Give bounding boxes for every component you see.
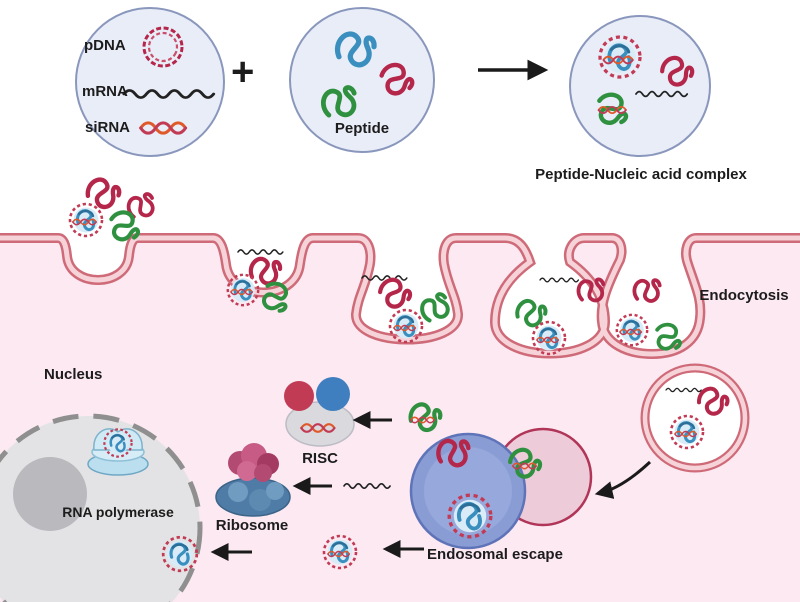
endocytosis-label: Endocytosis <box>699 287 789 304</box>
cell-membrane-core <box>0 235 800 357</box>
sirna-label: siRNA <box>85 119 131 136</box>
rna-polymerase-structure <box>87 428 149 476</box>
cytoplasm-region <box>0 238 800 602</box>
risc-label: RISC <box>302 450 338 467</box>
arrows <box>210 59 652 561</box>
rna-polymerase-label: RNA polymerase <box>62 504 174 520</box>
risc-blue-subunit <box>316 377 350 411</box>
endosome <box>409 427 593 550</box>
complex-label: Peptide-Nucleic acid complex <box>535 166 747 183</box>
complex-circle <box>569 15 711 157</box>
nucleus-label: Nucleus <box>44 366 103 383</box>
peptide-label: Peptide <box>334 120 390 137</box>
mrna-label: mRNA <box>82 83 128 100</box>
peptide-circle <box>289 7 435 153</box>
endocytic-vesicle <box>640 363 750 473</box>
risc-red-subunit <box>284 381 314 411</box>
ribosome <box>215 443 291 517</box>
plus-sign: + <box>231 50 255 94</box>
nucleolus <box>13 457 87 531</box>
pdna-label: pDNA <box>84 37 126 54</box>
nucleic-acid-circle <box>75 7 225 157</box>
nucleus <box>0 413 203 602</box>
vesicle-to-endosome-arrow <box>594 460 652 499</box>
risc-complex <box>284 377 355 447</box>
endosomal-escape-label: Endosomal escape <box>427 546 563 563</box>
pit4-complexes <box>615 274 686 357</box>
ribosome-label: Ribosome <box>215 517 289 534</box>
